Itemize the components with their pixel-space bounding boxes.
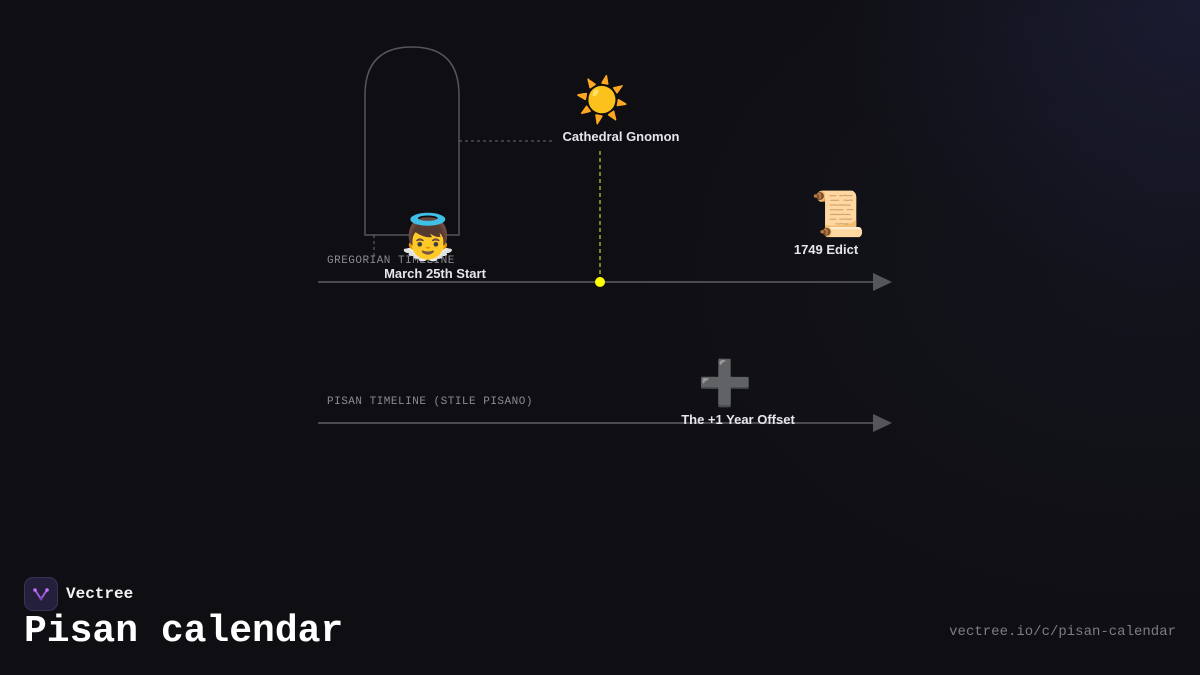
gregorian-timeline-label: GREGORIAN TIMELINE [327,255,455,267]
brand-name: Vectree [66,585,134,603]
cathedral-gnomon-label: Cathedral Gnomon [562,129,680,144]
year-offset-label: The +1 Year Offset [681,412,795,427]
pisan-axis-arrowhead [873,414,892,432]
scroll-icon: 📜 [810,189,866,240]
page-url[interactable]: vectree.io/c/pisan-calendar [949,624,1176,640]
page-title: Pisan calendar [24,610,344,653]
vectree-logo-icon [24,577,58,611]
cathedral-window-outline [364,46,460,236]
angel-icon: 👼 [400,212,456,263]
edict-label: 1749 Edict [793,242,859,257]
sun-icon: ☀️ [574,75,630,126]
march-start-label: March 25th Start [384,266,486,281]
gregorian-axis-arrowhead [873,273,892,291]
pisan-timeline-label: PISAN TIMELINE (STILE PISANO) [327,396,533,408]
plus-icon: ➕ [697,358,753,409]
brand[interactable]: Vectree [24,577,133,611]
gnomon-marker-dot [595,277,605,287]
